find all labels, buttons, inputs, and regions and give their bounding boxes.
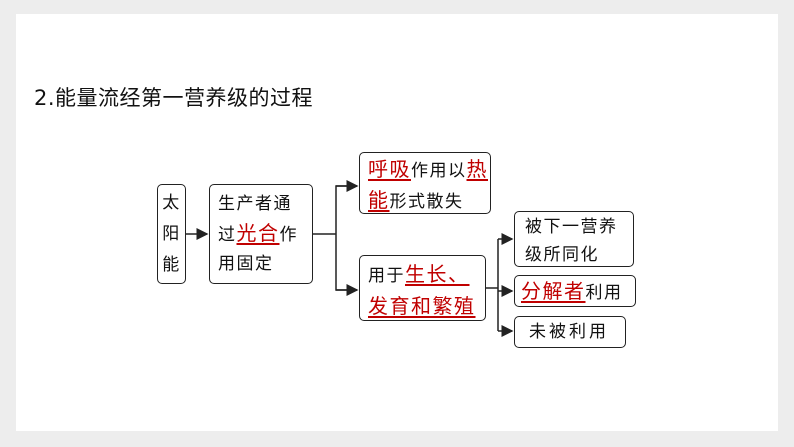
node-unused: 未被利用 bbox=[514, 316, 626, 348]
decomposer-suffix: 利用 bbox=[585, 283, 623, 303]
arrow-growth-branch bbox=[486, 239, 499, 331]
highlight-photosynthesis: 光合 bbox=[236, 221, 280, 245]
highlight-decomposer: 分解者 bbox=[521, 279, 586, 303]
fixation-line-1: 生产者通 bbox=[218, 194, 292, 214]
next-level-line-2: 级所同化 bbox=[525, 245, 599, 265]
sun-char-2: 阳 bbox=[162, 224, 181, 244]
node-producer-fixation: 生产者通 过光合作 用固定 bbox=[209, 184, 313, 284]
node-growth-reproduction: 用于生长、 发育和繁殖 bbox=[359, 255, 486, 321]
arrow-fixation-branch bbox=[313, 185, 357, 291]
node-next-trophic-level: 被下一营养 级所同化 bbox=[514, 211, 634, 267]
next-level-line-1: 被下一营养 bbox=[525, 217, 618, 237]
highlight-energy: 能 bbox=[368, 188, 390, 212]
node-solar-energy: 太 阳 能 bbox=[157, 184, 186, 284]
node-respiration-heat-loss: 呼吸作用以热 能形式散失 bbox=[359, 152, 491, 214]
highlight-development: 发育和繁殖 bbox=[368, 294, 476, 318]
highlight-growth: 生长、 bbox=[405, 262, 470, 286]
growth-line-2: 发育和繁殖 bbox=[368, 291, 479, 323]
node-decomposer: 分解者利用 bbox=[514, 275, 636, 307]
respiration-line-1: 呼吸作用以热 bbox=[368, 157, 488, 181]
fixation-line-2: 过光合作 bbox=[218, 221, 298, 245]
sun-char-3: 能 bbox=[162, 255, 181, 275]
growth-line-1: 用于生长、 bbox=[368, 262, 470, 286]
fixation-line-3: 用固定 bbox=[218, 254, 274, 274]
slide-canvas bbox=[16, 14, 778, 431]
respiration-line-2: 能形式散失 bbox=[368, 188, 464, 212]
highlight-heat: 热 bbox=[466, 157, 488, 181]
highlight-respiration: 呼吸 bbox=[368, 157, 411, 181]
page-title: 2.能量流经第一营养级的过程 bbox=[34, 86, 314, 110]
sun-char-1: 太 bbox=[162, 193, 181, 213]
